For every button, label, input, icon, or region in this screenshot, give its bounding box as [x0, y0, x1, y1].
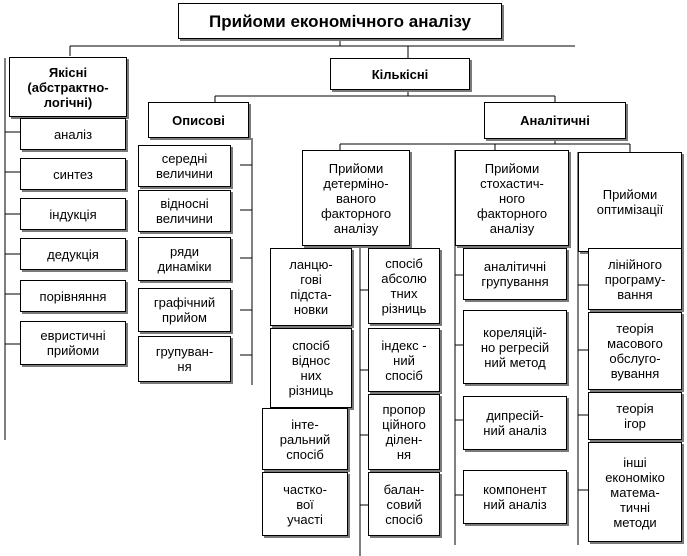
stochastic-header: Прийоми стохастич- ного факторного аналі…	[455, 150, 569, 246]
connector-qualitative	[4, 58, 20, 440]
qualitative-header: Якісні (абстрактно- логічні)	[9, 57, 127, 117]
descriptive-item-relative: відносні величини	[138, 190, 231, 232]
stochastic-item-dispersion-analysis: дипресій- ний аналіз	[463, 396, 567, 450]
qualitative-item-heuristic: евристичні прийоми	[20, 321, 126, 365]
optimization-header: Прийоми оптимізації	[578, 152, 682, 252]
descriptive-item-average: середні величини	[138, 145, 231, 187]
descriptive-item-grouping: групуван- ня	[138, 336, 231, 382]
connector-analytical	[339, 140, 631, 152]
connector-stochastic	[454, 150, 463, 545]
deterministic-item-proportional-division: пропор ційного ділен- ня	[368, 394, 440, 470]
deterministic-item-balance: балан- совий спосіб	[368, 472, 440, 536]
quantitative-header: Кількісні	[330, 58, 470, 90]
deterministic-item-index: індекс - ний спосіб	[368, 328, 440, 392]
qualitative-item-comparison: порівняння	[20, 280, 126, 312]
optimization-item-game-theory: теорія ігор	[588, 392, 682, 440]
deterministic-item-integral: інте- ральний спосіб	[262, 408, 348, 470]
deterministic-item-chain-substitution: ланцю- гові підста- новки	[270, 248, 352, 326]
descriptive-header: Описові	[148, 102, 249, 138]
qualitative-item-deduction: дедукція	[20, 238, 126, 270]
connector-title	[69, 40, 575, 58]
optimization-item-linear-programming: лінійного програму- вання	[588, 248, 682, 310]
stochastic-item-component-analysis: компонент ний аналіз	[463, 470, 567, 524]
connector-descriptive	[240, 138, 253, 385]
optimization-item-other-methods: інші економіко матема- тичні методи	[588, 442, 682, 542]
connector-optimization	[577, 152, 588, 545]
qualitative-item-analysis: аналіз	[20, 118, 126, 150]
descriptive-item-time-series: ряди динаміки	[138, 237, 231, 281]
connector-quantitative	[214, 90, 556, 102]
deterministic-item-relative-differences: спосіб віднос них різниць	[270, 328, 352, 408]
qualitative-item-induction: індукція	[20, 198, 126, 230]
diagram-title: Прийоми економічного аналізу	[178, 3, 502, 39]
analytical-header: Аналітичні	[484, 102, 626, 139]
qualitative-item-synthesis: синтез	[20, 158, 126, 190]
descriptive-item-graphic: графічний прийом	[138, 288, 231, 332]
deterministic-item-share-participation: частко- вої участі	[262, 472, 348, 536]
optimization-item-queueing-theory: теорія масового обслуго- вування	[588, 312, 682, 390]
deterministic-item-absolute-differences: спосіб абсолю тних різниць	[368, 248, 440, 324]
stochastic-item-correlation-regression: кореляцій- но регресій ний метод	[463, 310, 567, 384]
deterministic-header: Прийоми детерміно- ваного факторного ана…	[302, 150, 410, 246]
stochastic-item-analytical-grouping: аналітичні групування	[463, 248, 567, 300]
